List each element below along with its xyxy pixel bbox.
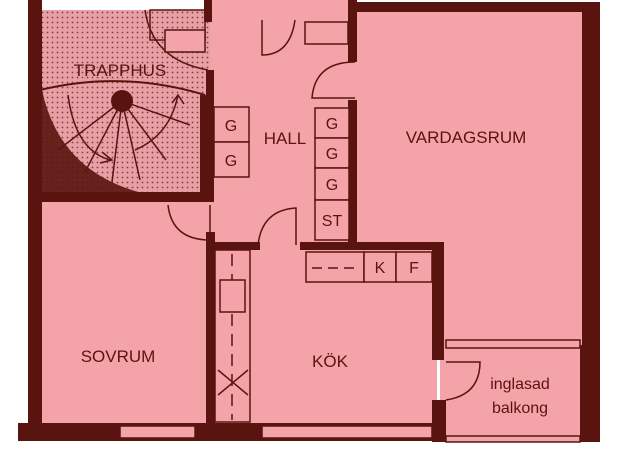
- wall-balkong-right: [580, 345, 586, 442]
- stair-arc: [67, 94, 111, 161]
- stair-arrow-right: [171, 93, 185, 105]
- labels: TRAPPHUS HALL VARDAGSRUM SOVRUM KÖK ingl…: [74, 61, 550, 417]
- wall-vardag-left-mid: [348, 100, 357, 250]
- stair-dark-left: [40, 90, 150, 195]
- wall-left-outer: [28, 0, 42, 440]
- wall-hall-kok: [212, 242, 260, 250]
- wall-stair-right-mid: [206, 70, 214, 202]
- doors: [167, 19, 481, 401]
- fixtures: [213, 106, 433, 423]
- room-label-balkong-line2: balkong: [492, 400, 548, 417]
- wall-kok-top: [300, 242, 440, 250]
- stove: [217, 369, 249, 396]
- wall-sovrum-top: [206, 232, 215, 252]
- cabinet-st: [314, 199, 350, 241]
- wall-top-right: [350, 2, 600, 12]
- stair-curve: [39, 80, 206, 96]
- room-label-trapphus: TRAPPHUS: [74, 61, 167, 80]
- window-kok: [261, 425, 433, 439]
- stair-arc-right: [134, 94, 179, 151]
- cabinet-label-g5: G: [326, 177, 338, 194]
- cabinet-label-f: F: [409, 260, 419, 277]
- cabinet-g4: [314, 137, 350, 169]
- wall-stair-bottom: [28, 192, 212, 202]
- cabinet-label-g4: G: [326, 146, 338, 163]
- wall-sovrum-kok: [206, 245, 215, 430]
- kitchen-counter: [305, 251, 365, 283]
- door-vardagsrum: [311, 61, 356, 99]
- wall-stair-right-top: [204, 0, 212, 22]
- wall-vardag-left-top: [348, 0, 357, 62]
- room-label-balkong-line1: inglasad: [490, 376, 550, 393]
- wall-kok-right: [432, 242, 444, 360]
- stair-center-post: [111, 90, 133, 112]
- cabinet-label-k: K: [375, 260, 386, 277]
- room-label-kok: KÖK: [312, 352, 349, 371]
- stairwell: [39, 9, 212, 200]
- cabinet-label-g2: G: [225, 153, 237, 170]
- top-corridor-fill: [210, 0, 350, 22]
- sovrum-fill: [40, 200, 212, 425]
- sink: [219, 279, 246, 313]
- door-balkong: [445, 361, 481, 401]
- window-sovrum: [119, 425, 196, 439]
- cabinet-g1: [213, 106, 250, 143]
- room-label-sovrum: SOVRUM: [81, 347, 156, 366]
- door-sovrum: [167, 204, 211, 241]
- cabinet-f: [395, 251, 433, 283]
- window-vardag-bottom: [445, 339, 581, 349]
- window-balkong-bottom: [445, 435, 581, 443]
- cabinet-label-st: ST: [322, 213, 343, 230]
- windows: [119, 339, 581, 443]
- room-label-vardagsrum: VARDAGSRUM: [406, 128, 527, 147]
- cabinet-g5: [314, 167, 350, 201]
- door-kok: [257, 207, 297, 246]
- wall-right-outer: [582, 2, 600, 442]
- cabinet-g2: [213, 141, 250, 178]
- cabinet-label-g1: G: [225, 118, 237, 135]
- room-label-hall: HALL: [264, 129, 307, 148]
- balkong-fill: [440, 345, 585, 440]
- stair-arrow-left: [99, 151, 114, 164]
- door-hall-top: [261, 19, 296, 56]
- cabinet-label-g3: G: [326, 116, 338, 133]
